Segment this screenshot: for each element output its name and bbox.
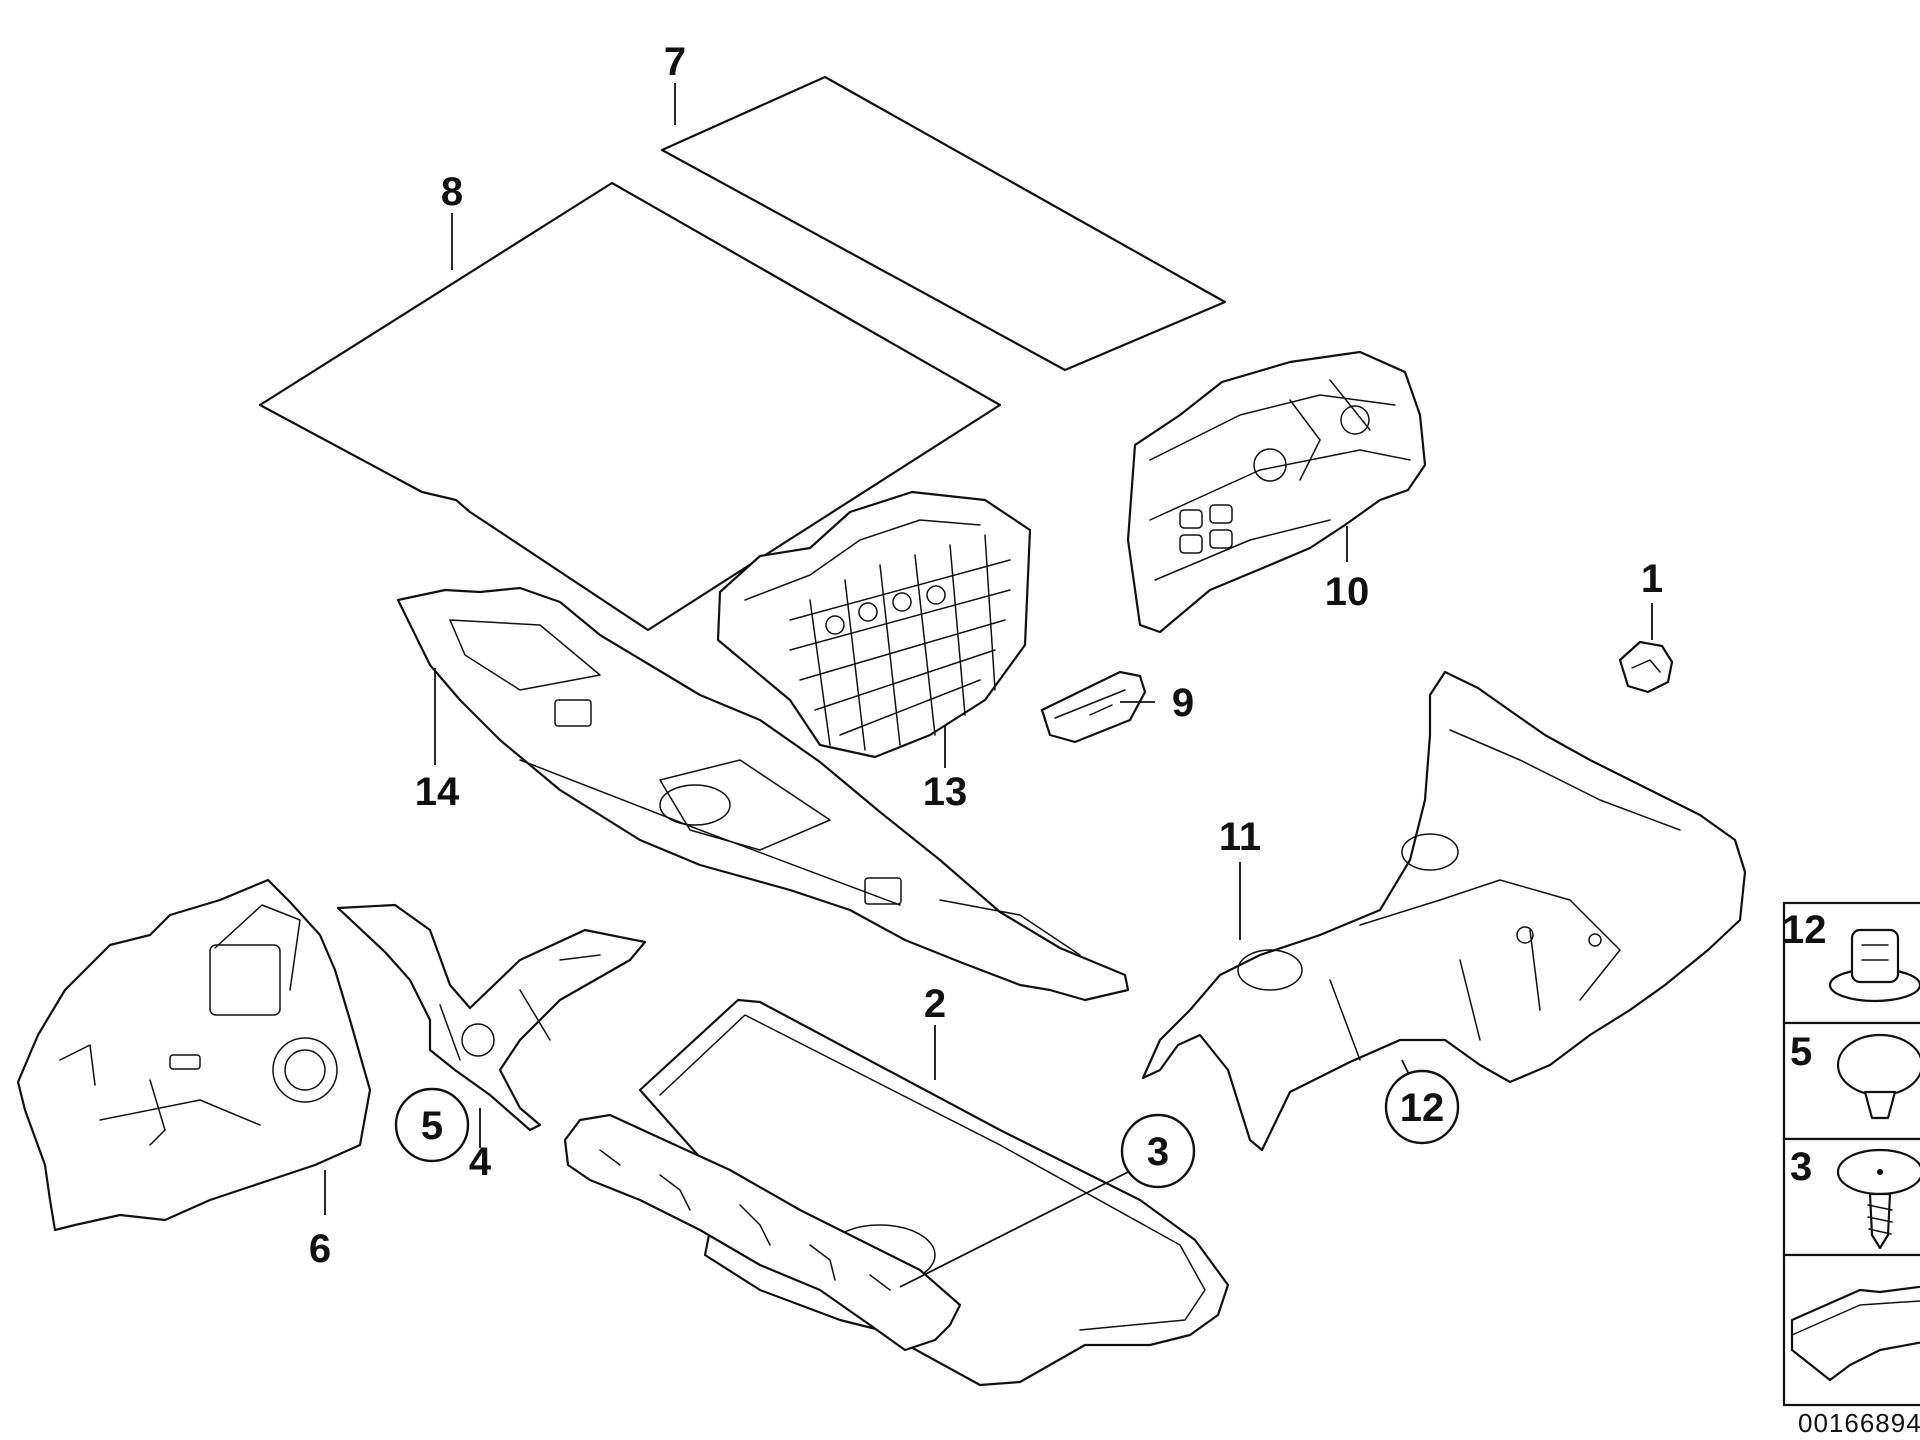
callout-12: 12 bbox=[1400, 1086, 1445, 1130]
push-clip-icon bbox=[1836, 1033, 1920, 1120]
callout-4: 4 bbox=[469, 1140, 492, 1184]
part-7-headliner-panel bbox=[660, 75, 1227, 372]
callout-2: 2 bbox=[924, 982, 946, 1026]
part-8-sound-insulation-panel bbox=[258, 181, 1002, 632]
circled-callout-12: 12 bbox=[1384, 1069, 1460, 1145]
circled-callout-5: 5 bbox=[394, 1087, 470, 1163]
callout-9: 9 bbox=[1172, 681, 1194, 725]
part-11-wheel-arch-insulation bbox=[1141, 670, 1747, 1152]
legend-label-3: 3 bbox=[1790, 1145, 1812, 1189]
legend-label-12: 12 bbox=[1782, 908, 1827, 952]
screw-icon bbox=[1836, 1148, 1920, 1250]
part-14-floor-insulation bbox=[396, 586, 1130, 1002]
callout-7: 7 bbox=[664, 40, 686, 84]
callout-6: 6 bbox=[309, 1227, 331, 1271]
fastener-legend: 12 5 3 bbox=[1782, 901, 1920, 1407]
part-2-trunk-floor-insulation bbox=[638, 998, 1230, 1387]
callouts: 7 8 10 1 9 13 14 11 2 4 6 5 3 12 bbox=[309, 40, 1663, 1271]
callout-11: 11 bbox=[1219, 815, 1261, 859]
part-1-grommet bbox=[1618, 640, 1674, 694]
callout-8: 8 bbox=[441, 170, 463, 214]
circled-callout-3: 3 bbox=[1120, 1113, 1196, 1189]
part-3-cross-member-insulation bbox=[563, 1113, 962, 1352]
part-9-cover-clip bbox=[1040, 670, 1147, 744]
part-13-lattice-insulation bbox=[716, 490, 1032, 759]
part-6-left-wheel-arch-insulation bbox=[16, 878, 372, 1232]
document-number: 00166894 bbox=[1798, 1408, 1920, 1438]
expanding-rivet-icon bbox=[1828, 928, 1920, 1003]
callout-14: 14 bbox=[415, 770, 460, 814]
callout-13: 13 bbox=[923, 770, 968, 814]
callout-5: 5 bbox=[421, 1104, 443, 1148]
legend-label-5: 5 bbox=[1790, 1030, 1812, 1074]
part-10-side-wall-insulation bbox=[1126, 350, 1427, 634]
insulation-mat-icon bbox=[1790, 1285, 1920, 1382]
leader-lines bbox=[324, 83, 1653, 1288]
callout-3: 3 bbox=[1147, 1130, 1169, 1174]
callout-1: 1 bbox=[1641, 557, 1663, 601]
callout-10: 10 bbox=[1325, 570, 1370, 614]
part-4-bracket-insulation bbox=[336, 903, 647, 1132]
